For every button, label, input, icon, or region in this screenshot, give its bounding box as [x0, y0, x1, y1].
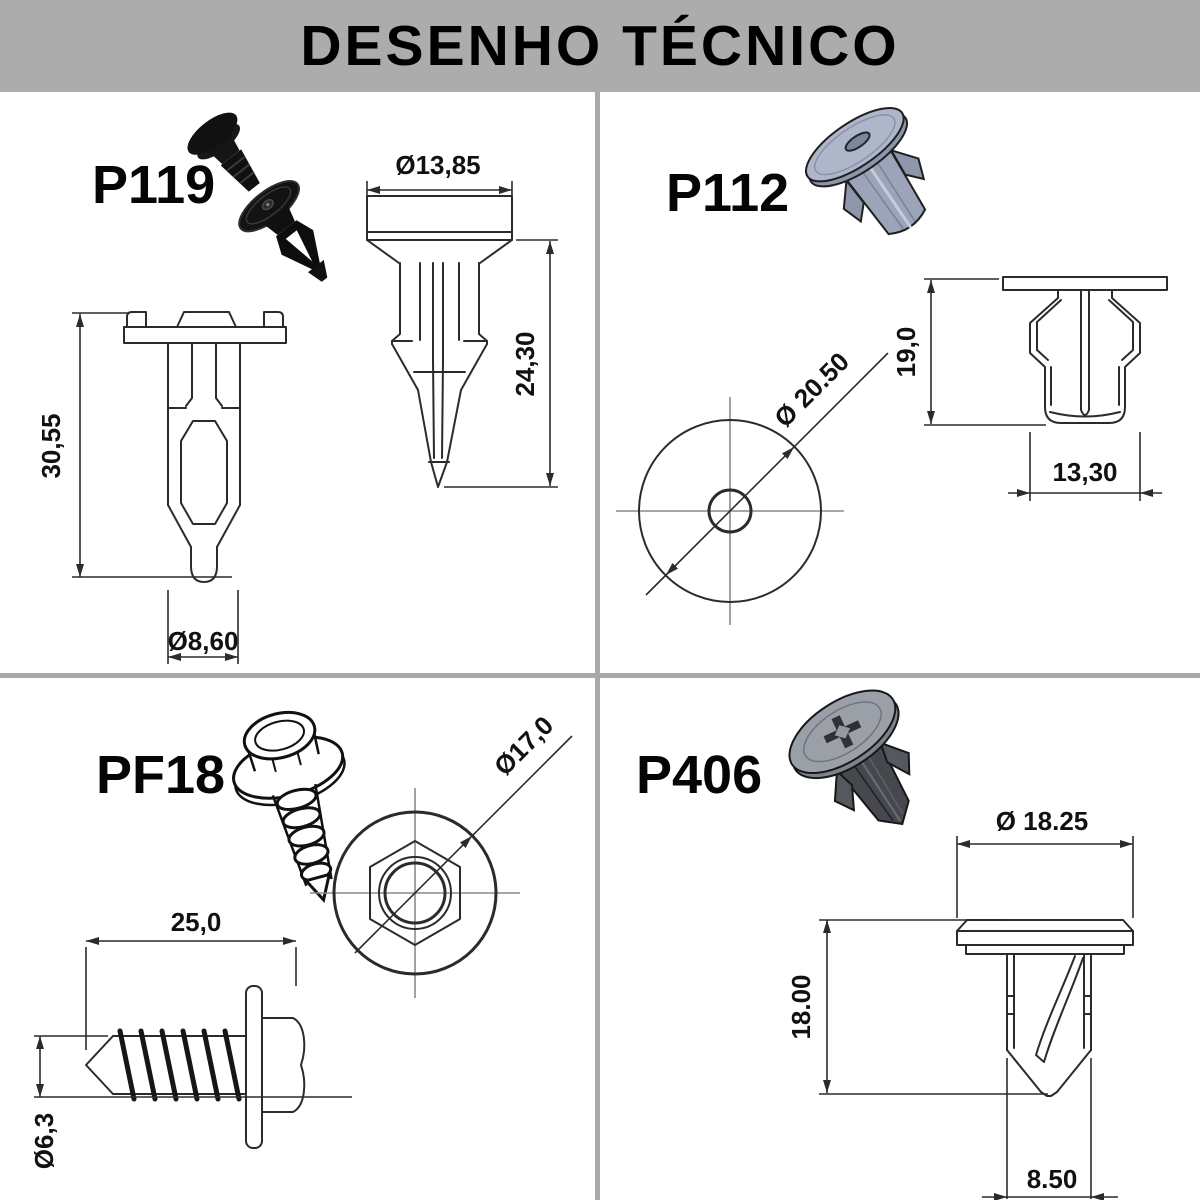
p406-head-dim-text: Ø 18.25 — [996, 806, 1089, 836]
p119-head-diameter-dimension: Ø13,85 — [366, 150, 513, 196]
p119-quadrant: 30,55 Ø8,60 Ø13,85 24,30 — [36, 112, 558, 664]
pf18-side-view — [85, 985, 306, 1149]
p406-quadrant: Ø 18.25 18.00 8.50 — [786, 689, 1134, 1200]
pf18-label: PF18 — [96, 745, 226, 805]
pf18-thread-dim-text: Ø6,3 — [29, 1113, 59, 1169]
p119-shank-diameter-dimension: Ø8,60 — [167, 590, 239, 664]
p406-height-dimension: 18.00 — [786, 919, 1048, 1095]
p119-height-dim-text: 30,55 — [36, 413, 66, 478]
pf18-quadrant: Ø17,0 25,0 Ø6,3 — [29, 710, 573, 1169]
pf18-thread-diameter-dimension: Ø6,3 — [29, 1035, 352, 1169]
p112-width-dim-text: 13,30 — [1052, 457, 1117, 487]
page-title: DESENHO TÉCNICO — [300, 14, 900, 78]
p112-top-view: Ø 20.50 — [616, 346, 889, 625]
p119-head-dim-text: Ø13,85 — [395, 150, 480, 180]
pf18-3d-render-icon — [232, 710, 346, 903]
page-header: DESENHO TÉCNICO — [0, 0, 1200, 92]
vertical-divider — [595, 92, 600, 1200]
p406-label: P406 — [636, 745, 763, 805]
p112-3d-render-icon — [805, 106, 927, 236]
p119-3d-render-icon — [187, 112, 328, 282]
p119-shank-dim-text: Ø8,60 — [168, 626, 239, 656]
p119-height-dimension: 30,55 — [36, 312, 232, 578]
p112-width-dimension: 13,30 — [1008, 432, 1162, 501]
pf18-length-dim-text: 25,0 — [171, 907, 222, 937]
p112-side-view — [1002, 276, 1168, 424]
p406-3d-render-icon — [788, 689, 911, 826]
pf18-washer-dim-text: Ø17,0 — [488, 710, 559, 781]
horizontal-divider — [0, 673, 1200, 678]
p406-tip-width-text: 8.50 — [1027, 1164, 1078, 1194]
p406-height-dim-text: 18.00 — [786, 974, 816, 1039]
p112-label: P112 — [666, 163, 790, 223]
pf18-length-dimension: 25,0 — [85, 907, 297, 1050]
p119-front-view — [123, 311, 287, 583]
p119-pin-side-view — [366, 195, 513, 488]
p119-pin-length-dimension: 24,30 — [444, 239, 558, 488]
p112-flange-dim-text: Ø 20.50 — [768, 346, 855, 433]
p119-label: P119 — [92, 155, 216, 215]
p112-height-dim-text: 19,0 — [891, 327, 921, 378]
pf18-top-view: Ø17,0 — [310, 710, 573, 998]
p119-pin-length-text: 24,30 — [510, 331, 540, 396]
p406-tip-width-dimension: 8.50 — [982, 1058, 1118, 1200]
p406-side-view — [956, 919, 1134, 1097]
p406-head-diameter-dimension: Ø 18.25 — [956, 806, 1134, 918]
p112-quadrant: Ø 20.50 19,0 13,30 — [616, 106, 1168, 625]
p112-height-dimension: 19,0 — [891, 278, 1046, 426]
